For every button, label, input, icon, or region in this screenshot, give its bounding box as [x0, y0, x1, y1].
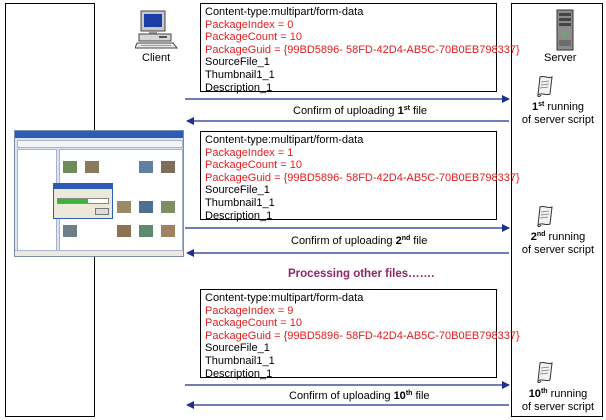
- content-type-text: Content-type:multipart/form-data: [205, 6, 364, 18]
- package-count-text: PackageCount = 10: [205, 31, 302, 44]
- package-index-text: PackageIndex = 0: [205, 18, 294, 31]
- server-run-label-1: 1st running of server script: [521, 101, 595, 126]
- description-text: Description_1: [205, 367, 273, 380]
- upload-app-screenshot: [14, 130, 184, 257]
- package-guid-text: PackageGuid = {99BD5896- 58FD-42D4-AB5C-…: [205, 329, 520, 342]
- server-run-label-3: 10th running of server script: [521, 388, 595, 413]
- confirm-label-3: Confirm of uploading 10th file: [289, 390, 430, 402]
- script-scroll-icon: [535, 360, 557, 384]
- confirm-label-1: Confirm of uploading 1st file: [293, 105, 428, 117]
- package-guid-text: PackageGuid = {99BD5896- 58FD-42D4-AB5C-…: [205, 43, 520, 56]
- description-text: Description_1: [205, 81, 273, 94]
- source-file-text: SourceFile_1: [205, 342, 270, 355]
- packet-3: Content-type:multipart/form-data Package…: [200, 289, 520, 380]
- content-type-text: Content-type:multipart/form-data: [205, 292, 364, 304]
- source-file-text: SourceFile_1: [205, 184, 270, 197]
- thumbnail-text: Thumbnail1_1: [205, 354, 275, 367]
- package-count-text: PackageCount = 10: [205, 159, 302, 172]
- packet-2: Content-type:multipart/form-data Package…: [200, 131, 520, 222]
- script-scroll-icon: [535, 204, 557, 228]
- confirm-label-2: Confirm of uploading 2nd file: [291, 235, 428, 247]
- source-file-text: SourceFile_1: [205, 56, 270, 69]
- server-tower-icon: [554, 8, 576, 52]
- thumbnail-text: Thumbnail1_1: [205, 68, 275, 81]
- content-type-text: Content-type:multipart/form-data: [205, 134, 364, 146]
- server-lane: [511, 3, 603, 417]
- processing-other-files-text: Processing other files…….: [288, 268, 435, 280]
- description-text: Description_1: [205, 209, 273, 222]
- package-guid-text: PackageGuid = {99BD5896- 58FD-42D4-AB5C-…: [205, 171, 520, 184]
- server-run-label-2: 2nd running of server script: [521, 231, 595, 256]
- server-label: Server: [544, 52, 577, 64]
- thumbnail-text: Thumbnail1_1: [205, 196, 275, 209]
- package-count-text: PackageCount = 10: [205, 317, 302, 330]
- computer-icon: [134, 10, 179, 50]
- package-index-text: PackageIndex = 1: [205, 146, 294, 159]
- script-scroll-icon: [535, 74, 557, 98]
- packet-1: Content-type:multipart/form-data Package…: [200, 3, 520, 94]
- client-label: Client: [142, 52, 171, 64]
- package-index-text: PackageIndex = 9: [205, 304, 294, 317]
